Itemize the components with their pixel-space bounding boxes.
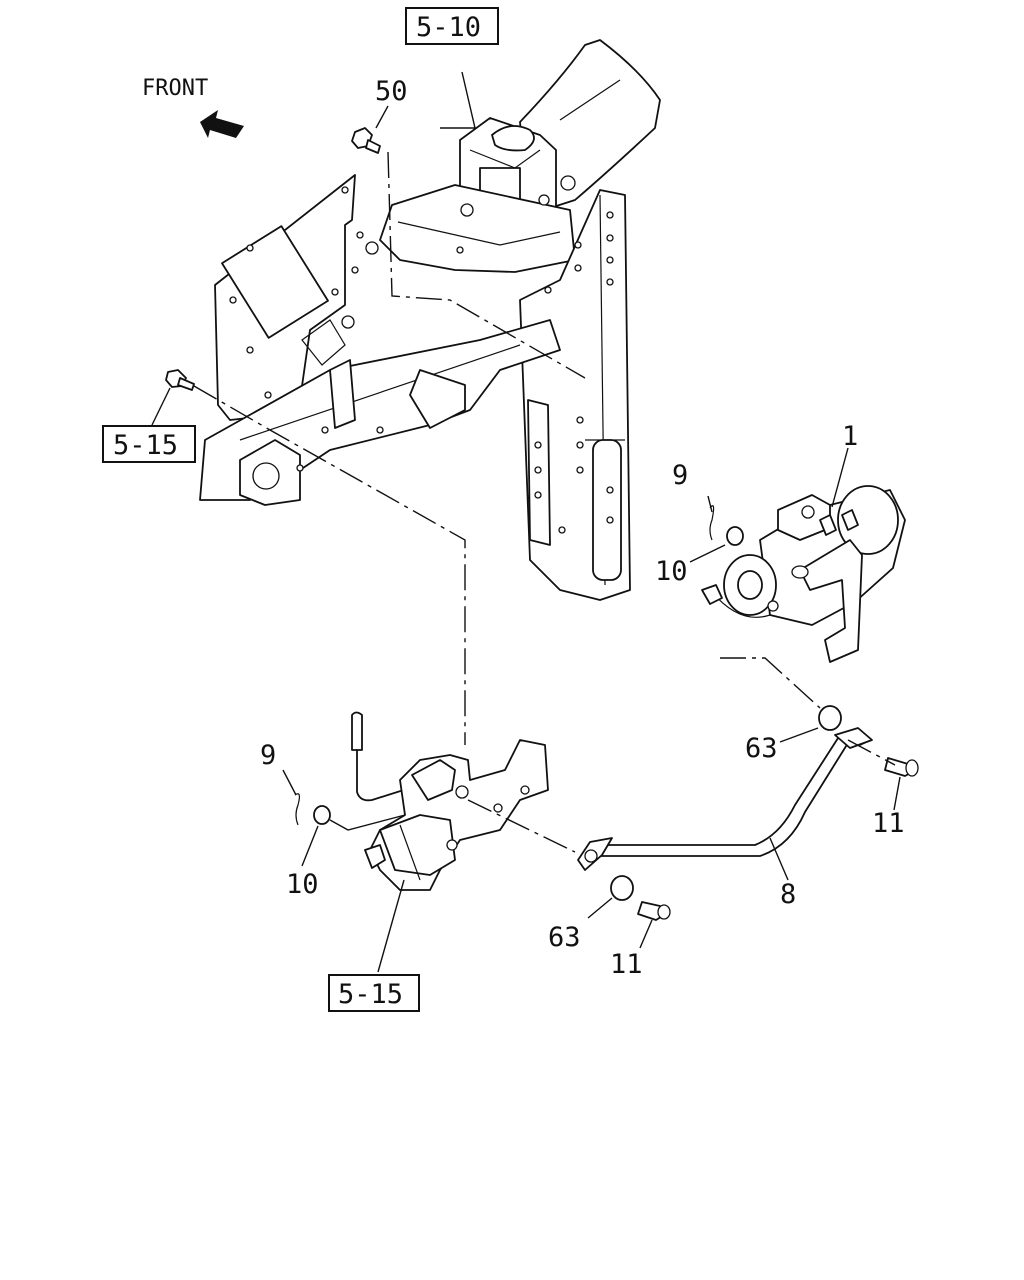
part-label-11-right[interactable]: 11: [872, 808, 905, 839]
part-label-63-lower[interactable]: 63: [548, 922, 581, 953]
part-label-9-upper[interactable]: 9: [672, 460, 688, 491]
ref-box-5-10: [405, 7, 499, 45]
pin-11-lower: [637, 901, 671, 921]
bolt-50: [351, 127, 381, 154]
part-label-10-lower[interactable]: 10: [286, 869, 319, 900]
front-arrow-icon: [200, 110, 244, 138]
pin-11-right: [884, 757, 919, 777]
ref-box-5-15-left: [102, 425, 196, 463]
ref-5-10-top[interactable]: 5-10: [416, 12, 481, 43]
part-label-9-lower[interactable]: 9: [260, 740, 276, 771]
part-label-8[interactable]: 8: [780, 879, 796, 910]
ref-5-15-left[interactable]: 5-15: [113, 430, 178, 461]
bolt-left: [165, 369, 195, 391]
front-label: FRONT: [142, 76, 208, 101]
part-label-10-upper[interactable]: 10: [655, 556, 688, 587]
rod-part-8: [577, 727, 873, 871]
part-label-50[interactable]: 50: [375, 76, 408, 107]
part-label-1[interactable]: 1: [842, 421, 858, 452]
ref-5-15-bottom[interactable]: 5-15: [338, 979, 403, 1010]
frame-holes: [229, 186, 614, 534]
bushing-63-upper: [818, 705, 842, 731]
washer-10-lower: [313, 805, 331, 825]
bushing-63-lower: [610, 875, 634, 901]
washer-10-upper: [726, 526, 744, 546]
lever-bracket-assembly: [351, 711, 549, 891]
frame-assembly: [199, 39, 661, 601]
part-label-63-upper[interactable]: 63: [745, 733, 778, 764]
actuator-part-1: [701, 485, 906, 663]
part-label-11-lower[interactable]: 11: [610, 949, 643, 980]
ref-box-5-15-bottom: [328, 974, 420, 1012]
